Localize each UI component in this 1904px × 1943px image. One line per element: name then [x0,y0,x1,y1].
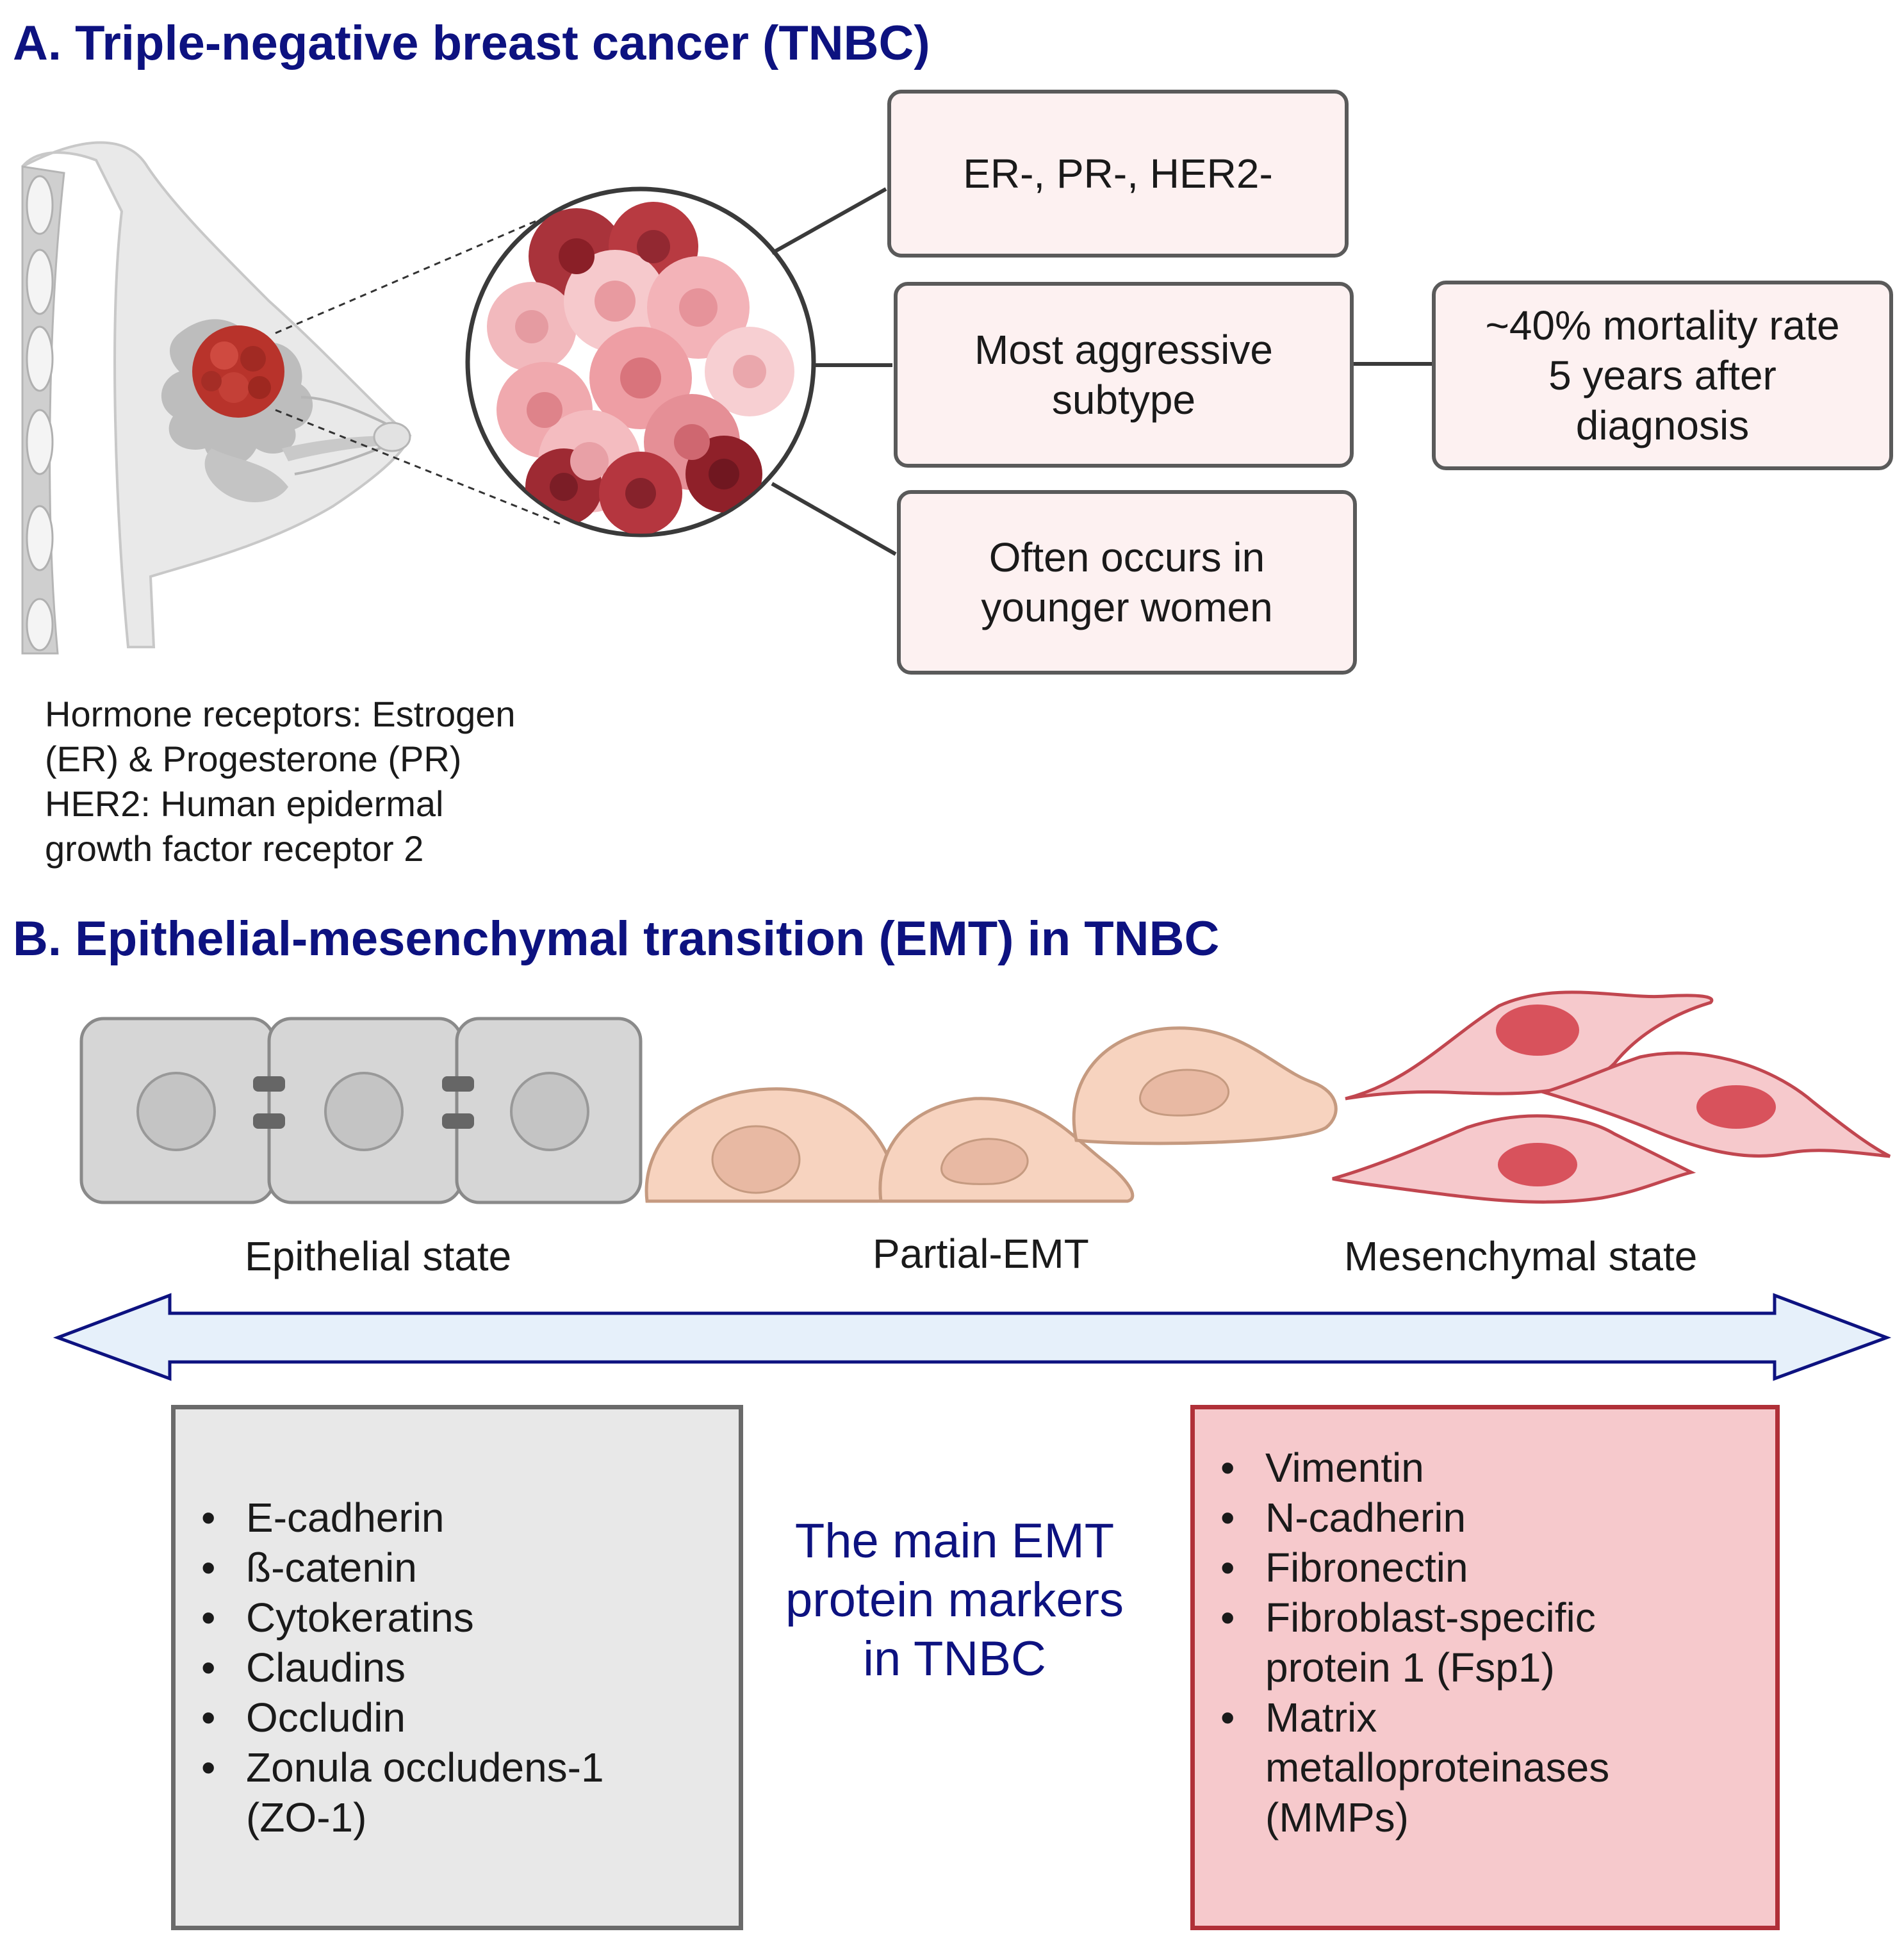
list-item: Matrix metalloproteinases (MMPs) [1195,1693,1775,1842]
list-item: N-cadherin [1195,1493,1775,1543]
receptors-box: ER-, PR-, HER2- [887,90,1349,258]
list-item: E-cadherin [176,1493,739,1543]
emt-double-arrow [53,1293,1892,1381]
zoom-line-bottom [275,409,564,527]
mesenchymal-markers-box: Vimentin N-cadherin Fibronectin Fibrobla… [1190,1405,1780,1930]
panel-a-title: A. Triple-negative breast cancer (TNBC) [13,16,930,70]
breast-illustration [21,141,412,655]
partial-emt-cells-icon [644,1026,1338,1203]
list-item: Zonula occludens-1 (ZO-1) [176,1742,739,1842]
younger-women-box: Often occurs in younger women [897,490,1357,675]
partial-emt-label: Partial-EMT [873,1231,1089,1277]
connector-receptors [771,187,887,255]
mesenchymal-state-label: Mesenchymal state [1344,1233,1698,1279]
younger-women-text: Often occurs in younger women [981,534,1273,630]
list-item: Claudins [176,1643,739,1693]
aggressive-box: Most aggressive subtype [894,282,1354,468]
mesenchymal-markers-list: Vimentin N-cadherin Fibronectin Fibrobla… [1195,1443,1775,1842]
list-item: Vimentin [1195,1443,1775,1493]
center-caption: The main EMT protein markers in TNBC [785,1514,1124,1686]
abbreviations-legend: Hormone receptors: Estrogen (ER) & Proge… [45,694,516,869]
tumor-cells-zoom-icon [465,186,816,537]
tumor-icon [192,325,284,418]
mortality-box: ~40% mortality rate 5 years after diagno… [1432,281,1893,470]
epithelial-markers-box: E-cadherin ß-catenin Cytokeratins Claudi… [171,1405,743,1930]
zoom-line-top [275,213,552,334]
list-item: ß-catenin [176,1543,739,1593]
mesenchymal-cells-icon [1332,990,1891,1204]
list-item: Occludin [176,1693,739,1742]
mortality-text: ~40% mortality rate 5 years after diagno… [1485,302,1840,448]
panel-b-title: B. Epithelial-mesenchymal transition (EM… [13,912,1220,966]
receptors-text: ER-, PR-, HER2- [963,151,1273,197]
epithelial-markers-list: E-cadherin ß-catenin Cytokeratins Claudi… [176,1493,739,1842]
connector-younger [771,482,897,556]
list-item: Cytokeratins [176,1593,739,1643]
list-item: Fibronectin [1195,1543,1775,1593]
list-item: Fibroblast-specific protein 1 (Fsp1) [1195,1593,1775,1693]
aggressive-text: Most aggressive subtype [974,327,1273,423]
epithelial-cells-icon [79,1017,643,1204]
epithelial-state-label: Epithelial state [245,1233,512,1279]
